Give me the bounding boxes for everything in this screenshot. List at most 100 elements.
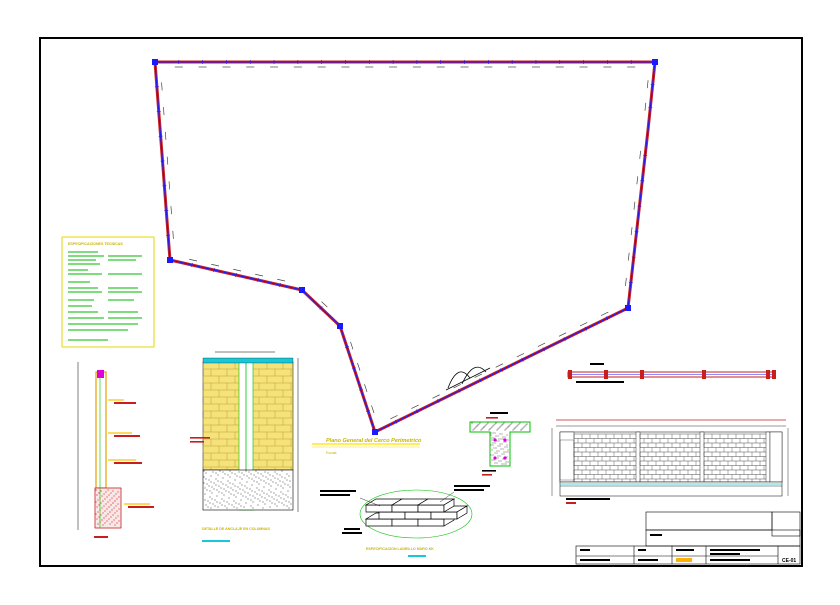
concrete-dot	[289, 480, 291, 482]
section-dot	[492, 454, 494, 456]
concrete-dot	[276, 473, 278, 475]
dimension-label-mark	[630, 227, 633, 236]
concrete-dot	[208, 485, 210, 487]
dimension-tick	[359, 388, 363, 391]
concrete-dot	[214, 499, 216, 501]
concrete-dot	[259, 500, 261, 502]
footing-dot	[118, 508, 120, 510]
concrete-dot	[228, 497, 230, 499]
concrete-dot	[208, 479, 210, 481]
footing-dot	[114, 524, 116, 526]
section-dot	[523, 426, 525, 428]
concrete-dot	[289, 486, 291, 488]
concrete-dot	[270, 485, 272, 487]
footing-dot	[100, 490, 102, 492]
dimension-label-mark	[166, 156, 169, 165]
footing-dot	[112, 490, 114, 492]
concrete-dot	[246, 487, 248, 489]
concrete-dot	[232, 489, 234, 491]
section-dot	[485, 424, 487, 426]
brick-face	[365, 504, 393, 513]
concrete-dot	[234, 485, 236, 487]
concrete-dot	[214, 505, 216, 507]
concrete-dot	[218, 485, 220, 487]
footing-dot	[103, 517, 105, 519]
brick-face	[391, 504, 419, 513]
footing-dot	[116, 522, 118, 524]
concrete-dot	[212, 503, 214, 505]
section-dot	[499, 426, 501, 428]
section-dot	[500, 425, 502, 427]
section-dot	[499, 455, 501, 457]
brick-face	[378, 511, 406, 520]
footing-dot	[101, 519, 103, 521]
footing-dot	[105, 515, 107, 517]
footing-dot	[110, 516, 112, 518]
elevation-column	[635, 431, 641, 483]
dimension-tick	[257, 277, 259, 283]
concrete-dot	[229, 482, 231, 484]
section-dot	[496, 450, 498, 452]
footing-dot	[109, 499, 111, 501]
section-dot	[493, 459, 495, 461]
section-dot	[475, 426, 477, 428]
concrete-dot	[272, 481, 274, 483]
section-dot	[525, 424, 527, 426]
concrete-dot	[275, 482, 277, 484]
dimension-label-mark	[163, 107, 165, 116]
section-dot	[505, 461, 507, 463]
section-dot	[526, 423, 528, 425]
title-block	[575, 511, 801, 565]
column-anchor-detail: DETALLE DE ANCLAJE EN COLUMNAS	[190, 351, 299, 542]
section-dot	[489, 428, 491, 430]
concrete-dot	[242, 495, 244, 497]
fence-elevation	[551, 419, 789, 504]
concrete-dot	[250, 473, 252, 475]
section-dot	[513, 428, 515, 430]
concrete-dot	[241, 472, 243, 474]
concrete-dot	[207, 500, 209, 502]
concrete-dot	[227, 486, 229, 488]
dimension-label-mark	[170, 206, 172, 215]
section-dot	[493, 447, 495, 449]
concrete-dot	[247, 498, 249, 500]
concrete-dot	[215, 484, 217, 486]
concrete-dot	[255, 476, 257, 478]
concrete-dot	[260, 473, 262, 475]
section-dot	[502, 436, 504, 438]
section-dot	[472, 429, 474, 431]
section-dot	[479, 422, 481, 424]
section-dot	[507, 461, 509, 463]
section-dot	[497, 457, 499, 459]
concrete-dot	[211, 486, 213, 488]
elevation-brick-panels	[559, 431, 783, 484]
concrete-dot	[274, 503, 276, 505]
concrete-dot	[258, 477, 260, 479]
concrete-dot	[224, 505, 226, 507]
section-dot	[492, 432, 494, 434]
concrete-dot	[233, 506, 235, 508]
fence-wall-section	[77, 362, 154, 538]
section-dot	[498, 450, 500, 452]
concrete-dot	[257, 498, 259, 500]
concrete-dot	[236, 507, 238, 509]
fence-plan-strip	[567, 363, 776, 383]
section-dot	[487, 422, 489, 424]
section-dot	[495, 435, 497, 437]
section-dot	[498, 440, 500, 442]
brick-face	[391, 518, 419, 527]
concrete-dot	[222, 471, 224, 473]
section-dot	[491, 459, 493, 461]
section-dot	[490, 432, 492, 434]
concrete-dot	[235, 496, 237, 498]
dimension-tick	[279, 282, 281, 288]
dimension-label-mark	[233, 268, 242, 272]
section-dot	[496, 452, 498, 454]
concrete-dot	[276, 499, 278, 501]
concrete-dot	[265, 476, 267, 478]
section-dot	[490, 427, 492, 429]
section-dot	[520, 429, 522, 431]
section-dot	[505, 428, 507, 430]
section-dot	[478, 423, 480, 425]
footing-dot	[108, 494, 110, 496]
